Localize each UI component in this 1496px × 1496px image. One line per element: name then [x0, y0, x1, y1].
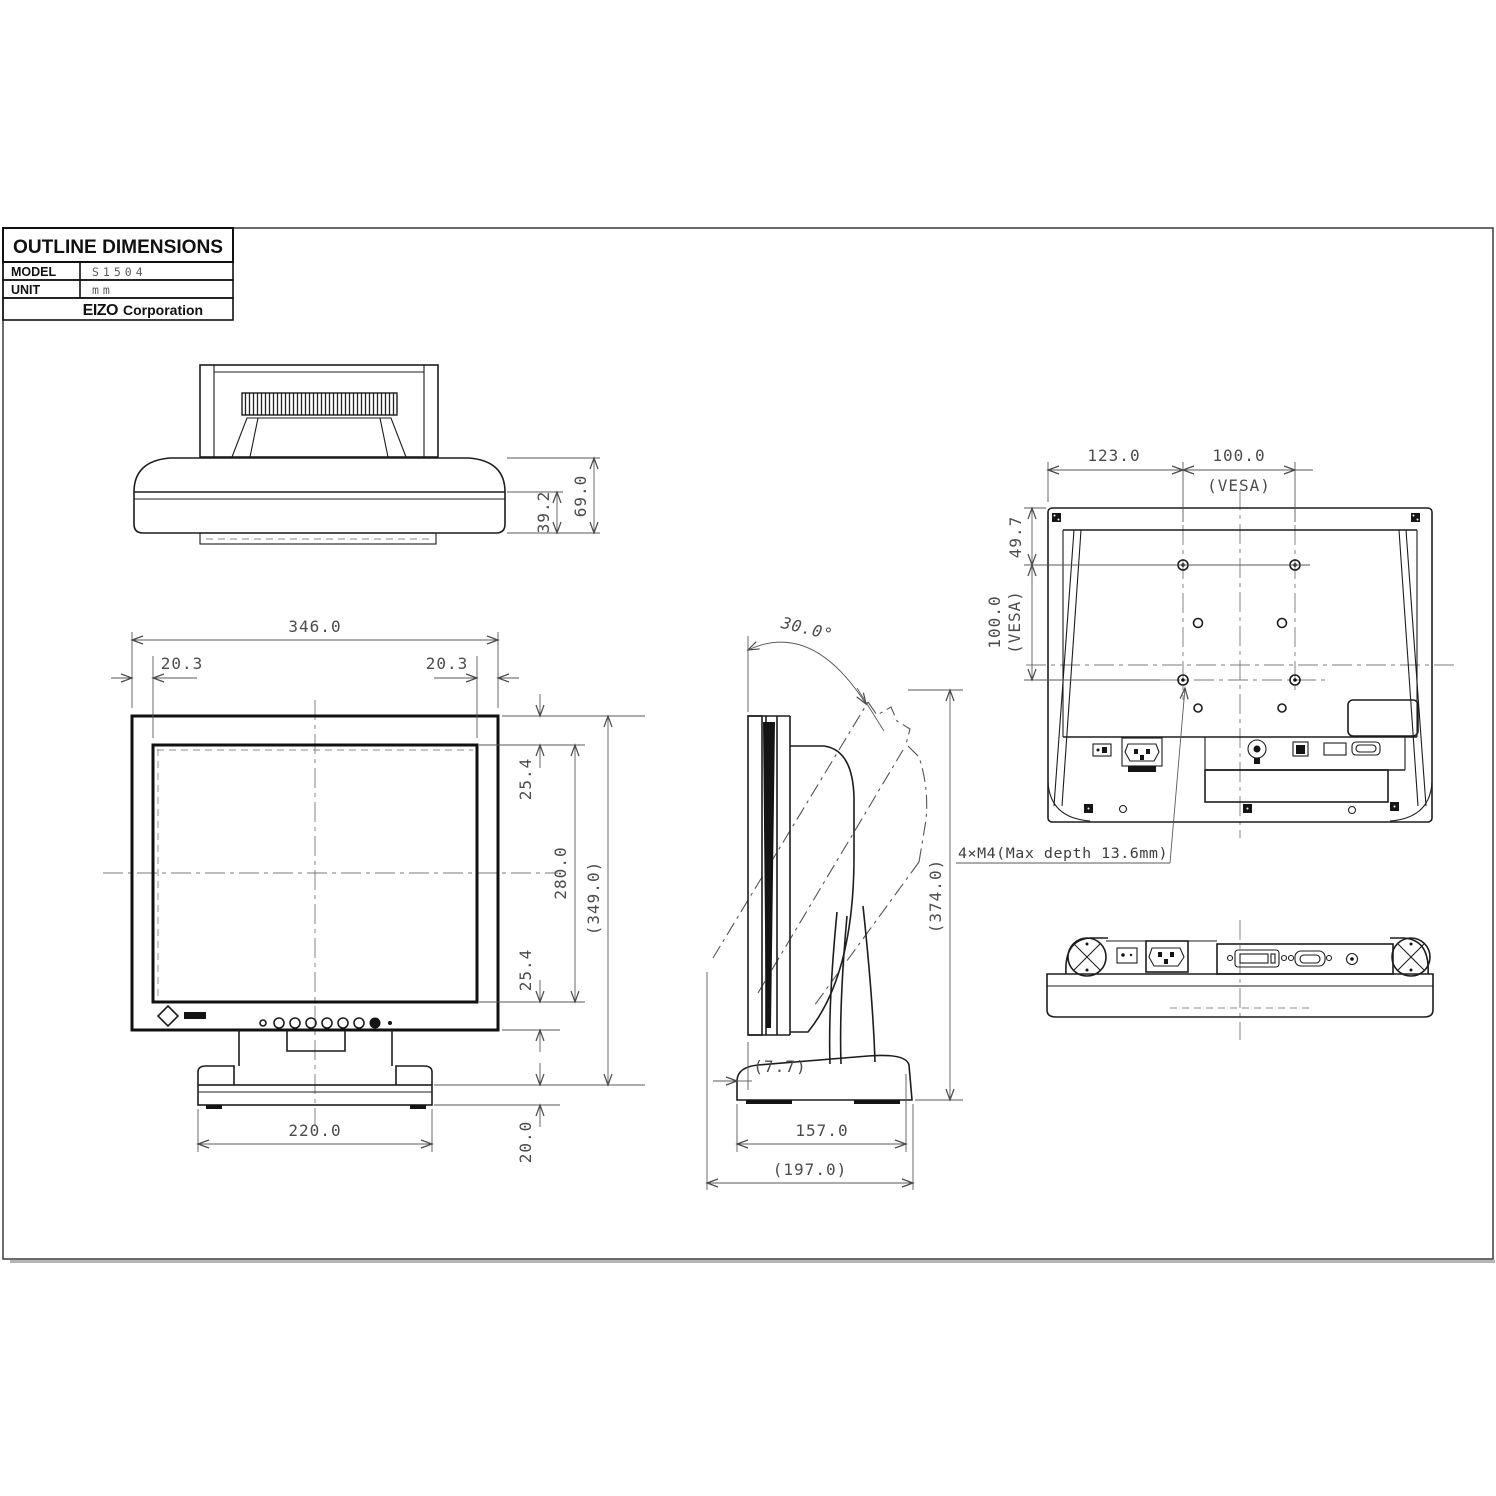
- front-bottom-bezel-dim: 25.4: [516, 949, 535, 992]
- rear-connectors: [1247, 739, 1381, 764]
- power-switch: [1092, 743, 1112, 757]
- bottom-power-switch: [1116, 947, 1138, 964]
- front-base: [197, 1084, 433, 1106]
- side-lcd-section: [763, 722, 775, 1028]
- bottom-screws: [1084, 802, 1399, 815]
- vga-connector: [1287, 950, 1333, 967]
- front-cabinet: [130, 714, 500, 1032]
- bottom-ac-inlet: [1145, 940, 1189, 973]
- drawing-title: OUTLINE DIMENSIONS: [13, 237, 223, 258]
- brand-logo: EIZO: [83, 302, 118, 319]
- side-rear-housing: [790, 745, 855, 1033]
- ac-inlet: [1121, 737, 1163, 772]
- front-screen: [151, 743, 479, 1004]
- unit-value: mm: [92, 283, 114, 297]
- top-overall-depth-dim: 69.0: [571, 475, 590, 518]
- front-right-margin-dim: 20.3: [426, 654, 469, 673]
- power-button: [369, 1017, 381, 1029]
- side-base: [736, 1054, 913, 1101]
- stand-mount-recess: [1204, 769, 1389, 803]
- front-control-buttons: [259, 1017, 392, 1029]
- rear-vesa-width-dim: 100.0: [1212, 446, 1265, 465]
- right-speaker: [1390, 937, 1431, 977]
- view-bottom: [1046, 920, 1434, 1040]
- top-monitor-body: [133, 457, 506, 534]
- corner-screws: [1052, 513, 1420, 522]
- rear-cabinet: [1047, 507, 1433, 823]
- vesa-mount-note: 4×M4(Max depth 13.6mm): [958, 846, 1168, 862]
- view-top: 39.2 69.0: [133, 364, 600, 545]
- side-front-clearance-dim: (7.7): [753, 1057, 806, 1076]
- rating-label-plate: [1347, 699, 1419, 737]
- side-overall-depth-dim: (197.0): [773, 1160, 847, 1179]
- top-stand-housing: [199, 364, 439, 458]
- front-base-height-dim: 20.0: [516, 1121, 535, 1164]
- rear-vesa-height-note: (VESA): [1005, 590, 1024, 654]
- dvi-connector: [1226, 949, 1288, 968]
- left-speaker: [1065, 937, 1108, 977]
- front-overall-height-dim: (349.0): [584, 861, 603, 935]
- audio-jack: [1345, 952, 1359, 966]
- side-base-depth-dim: 157.0: [795, 1121, 848, 1140]
- rear-hole-offset-dim: 123.0: [1087, 446, 1140, 465]
- bottom-cabinet: [1046, 973, 1434, 1018]
- title-block: OUTLINE DIMENSIONS MODEL S1504 UNIT mm E…: [2, 227, 234, 321]
- side-overall-height-dim: (374.0): [926, 859, 945, 933]
- model-label: MODEL: [11, 265, 57, 279]
- front-brand-logo: [156, 1004, 206, 1028]
- model-value: S1504: [92, 265, 147, 279]
- view-front: 346.0 20.3 20.3 25.4 25.4 20.0 280.0: [103, 617, 645, 1163]
- view-rear: 123.0 100.0 (VESA) 49.7 100.0 (VESA) 4×M…: [956, 446, 1454, 864]
- bottom-connector-recess: [1216, 943, 1394, 975]
- front-top-bezel-dim: 25.4: [516, 758, 535, 801]
- front-width-dim: 346.0: [288, 617, 341, 636]
- front-left-margin-dim: 20.3: [161, 654, 204, 673]
- top-bezel-depth-dim: 39.2: [534, 491, 553, 534]
- power-led: [388, 1021, 392, 1025]
- rear-top-offset-dim: 49.7: [1006, 516, 1025, 559]
- unit-label: UNIT: [11, 283, 41, 297]
- rear-vesa-width-note: (VESA): [1207, 476, 1271, 495]
- rear-vesa-height-dim: 100.0: [985, 595, 1004, 648]
- vent-grille: [241, 392, 398, 416]
- front-screen-height-dim: 280.0: [551, 846, 570, 899]
- brand-suffix: Corporation: [123, 302, 203, 318]
- front-base-width-dim: 220.0: [288, 1121, 341, 1140]
